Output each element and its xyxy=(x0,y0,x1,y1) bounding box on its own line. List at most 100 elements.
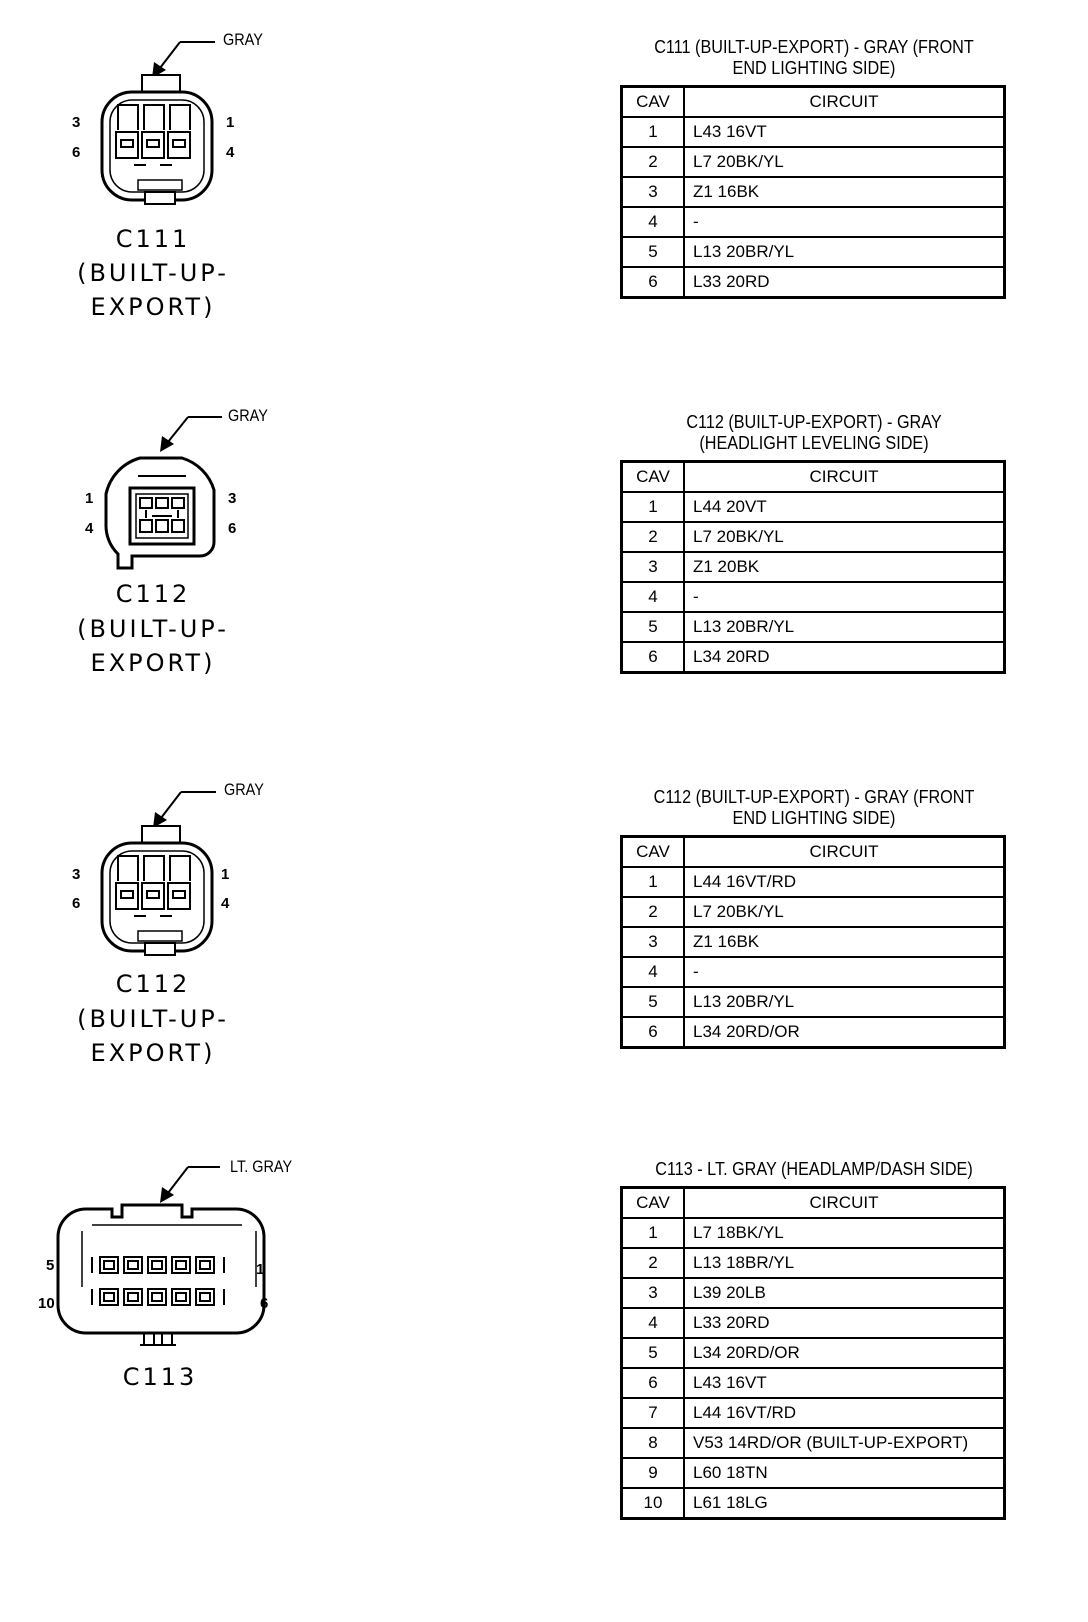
color-tag: GRAY xyxy=(223,30,263,49)
cavity-number: 2 xyxy=(620,1247,685,1279)
pinout-table-c111: C111 (BUILT-UP-EXPORT) - GRAY (FRONT END… xyxy=(620,37,1008,299)
header-circuit: CIRCUIT xyxy=(683,460,1006,493)
connector-subtitle: (BUILT-UP-EXPORT) xyxy=(77,259,229,321)
circuit-code: L13 20BR/YL xyxy=(683,986,1006,1018)
color-tag: LT. GRAY xyxy=(230,1157,293,1176)
table-title: C112 (BUILT-UP-EXPORT) - GRAY (HEADLIGHT… xyxy=(686,412,942,453)
cavity-number: 6 xyxy=(620,641,685,674)
pinout-table-c112-leveling: C112 (BUILT-UP-EXPORT) - GRAY (HEADLIGHT… xyxy=(620,412,1008,674)
cavity-number: 1 xyxy=(620,1217,685,1249)
connector-subtitle: (BUILT-UP-EXPORT) xyxy=(77,1005,229,1067)
header-circuit: CIRCUIT xyxy=(683,85,1006,118)
circuit-code: L61 18LG xyxy=(683,1487,1006,1520)
cavity-number: 2 xyxy=(620,146,685,178)
circuit-code: L34 20RD/OR xyxy=(683,1016,1006,1049)
circuit-code: Z1 16BK xyxy=(683,176,1006,208)
circuit-code: L7 18BK/YL xyxy=(683,1217,1006,1249)
connector-name: C112 xyxy=(115,580,191,608)
cavity-number: 5 xyxy=(620,236,685,268)
connector-diagram-c113: LT. GRAY 5 10 1 6 C113 xyxy=(30,1145,330,1475)
connector-diagram-c112-leveling: GRAY 1 4 3 6 C112 (BUILT-UP-EXPORT) xyxy=(30,390,330,720)
pin-label-top-right: 1 xyxy=(256,1261,265,1278)
cavity-number: 5 xyxy=(620,986,685,1018)
table-title: C112 (BUILT-UP-EXPORT) - GRAY (FRONT END… xyxy=(653,787,975,828)
cavity-number: 5 xyxy=(620,611,685,643)
pin-label-top-left: 5 xyxy=(46,1257,55,1274)
pin-label-top-left: 3 xyxy=(72,114,81,131)
connector-c113-face-drawing xyxy=(56,1166,266,1346)
color-tag: GRAY xyxy=(228,406,268,425)
circuit-code: L34 20RD xyxy=(683,641,1006,674)
connector-subtitle: (BUILT-UP-EXPORT) xyxy=(77,615,229,677)
header-cav: CAV xyxy=(620,835,685,868)
circuit-code: - xyxy=(683,581,1006,613)
table-row: 4- xyxy=(620,581,1006,613)
cavity-number: 8 xyxy=(620,1427,685,1459)
connector-name: C112 xyxy=(115,970,191,998)
circuit-code: L33 20RD xyxy=(683,266,1006,299)
table-title: C113 - LT. GRAY (HEADLAMP/DASH SIDE) xyxy=(655,1159,973,1179)
table-header-row: CAV CIRCUIT xyxy=(620,835,1006,868)
cavity-number: 10 xyxy=(620,1487,685,1520)
pin-label-bottom-right: 6 xyxy=(228,520,237,537)
connector-c111-face-drawing xyxy=(100,41,215,205)
cavity-number: 3 xyxy=(620,1277,685,1309)
cavity-number: 5 xyxy=(620,1337,685,1369)
header-cav: CAV xyxy=(620,1186,685,1219)
circuit-code: L44 20VT xyxy=(683,491,1006,523)
pin-label-bottom-left: 6 xyxy=(72,895,81,912)
circuit-code: - xyxy=(683,956,1006,988)
cavity-number: 4 xyxy=(620,956,685,988)
pin-label-bottom-left: 4 xyxy=(85,520,94,537)
table-header-row: CAV CIRCUIT xyxy=(620,460,1006,493)
cavity-number: 3 xyxy=(620,551,685,583)
circuit-code: L13 20BR/YL xyxy=(683,611,1006,643)
circuit-code: L44 16VT/RD xyxy=(683,866,1006,898)
cavity-number: 1 xyxy=(620,491,685,523)
pin-label-top-left: 1 xyxy=(85,490,94,507)
pin-label-top-left: 3 xyxy=(72,866,81,883)
circuit-code: L39 20LB xyxy=(683,1277,1006,1309)
circuit-code: Z1 20BK xyxy=(683,551,1006,583)
cavity-number: 4 xyxy=(620,581,685,613)
cavity-number: 6 xyxy=(620,1367,685,1399)
pin-label-bottom-right: 4 xyxy=(221,895,230,912)
circuit-code: V53 14RD/OR (BUILT-UP-EXPORT) xyxy=(683,1427,1006,1459)
cavity-number: 9 xyxy=(620,1457,685,1489)
pin-label-top-right: 1 xyxy=(221,866,230,883)
header-circuit: CIRCUIT xyxy=(683,1186,1006,1219)
pinout-table-c112-front: C112 (BUILT-UP-EXPORT) - GRAY (FRONT END… xyxy=(620,787,1008,1049)
connector-c112-front-face-drawing xyxy=(100,791,216,956)
circuit-code: L44 16VT/RD xyxy=(683,1397,1006,1429)
table-header-row: CAV CIRCUIT xyxy=(620,1186,1006,1219)
table-title: C111 (BUILT-UP-EXPORT) - GRAY (FRONT END… xyxy=(654,37,974,78)
circuit-code: L13 20BR/YL xyxy=(683,236,1006,268)
pin-label-bottom-right: 6 xyxy=(260,1295,269,1312)
circuit-code: L43 16VT xyxy=(683,1367,1006,1399)
circuit-code: L43 16VT xyxy=(683,116,1006,148)
circuit-code: L34 20RD/OR xyxy=(683,1337,1006,1369)
circuit-code: L60 18TN xyxy=(683,1457,1006,1489)
header-cav: CAV xyxy=(620,460,685,493)
circuit-code: L7 20BK/YL xyxy=(683,896,1006,928)
circuit-code: L7 20BK/YL xyxy=(683,521,1006,553)
